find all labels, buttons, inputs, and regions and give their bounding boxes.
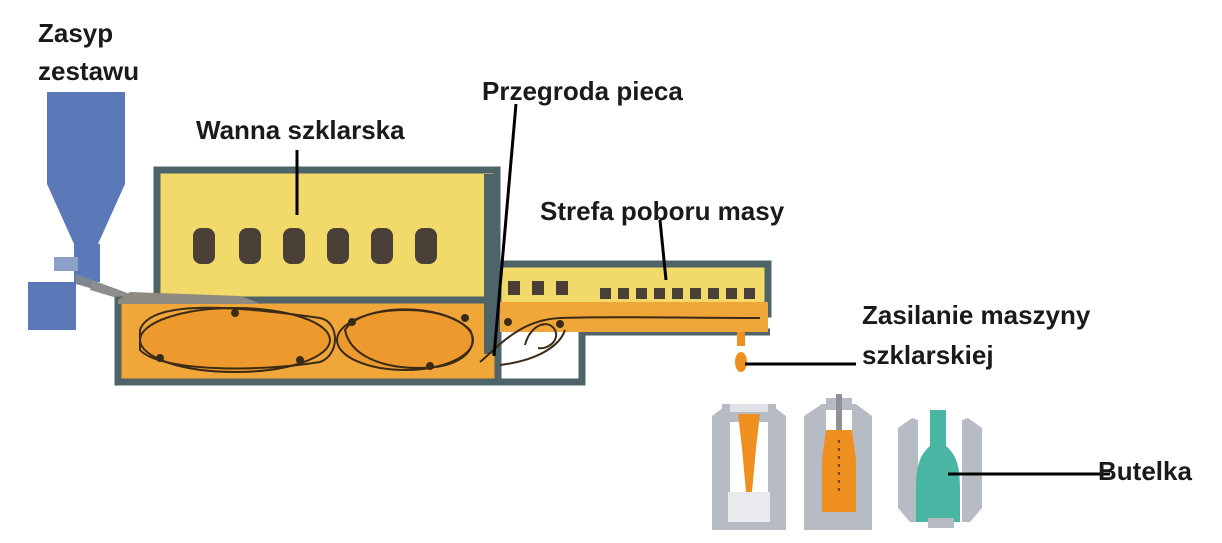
working-end-label: Strefa poboru masy	[540, 196, 785, 226]
blank-mold	[712, 404, 786, 530]
final-mold-bottle	[898, 410, 982, 528]
batch-hopper	[28, 92, 130, 330]
convection-flow-lines	[139, 306, 761, 373]
blow-mold-parison	[804, 394, 872, 530]
batch-feed-label-line1: Zasyp	[38, 18, 114, 48]
molten-gob	[735, 332, 747, 372]
melting-tank-label: Wanna szklarska	[196, 115, 405, 145]
machine-feed-label-line1: Zasilanie maszyny	[862, 300, 1091, 330]
furnace-partition-label: Przegroda pieca	[482, 76, 683, 106]
melting-tank-crown	[153, 166, 501, 308]
furnace-partition-wall	[484, 174, 498, 354]
bottle-label: Butelka	[1098, 456, 1192, 486]
batch-feed-label-line2: zestawu	[38, 56, 140, 86]
leader-lines	[295, 103, 1110, 476]
machine-feed-label-line2: szklarskiej	[862, 340, 994, 370]
